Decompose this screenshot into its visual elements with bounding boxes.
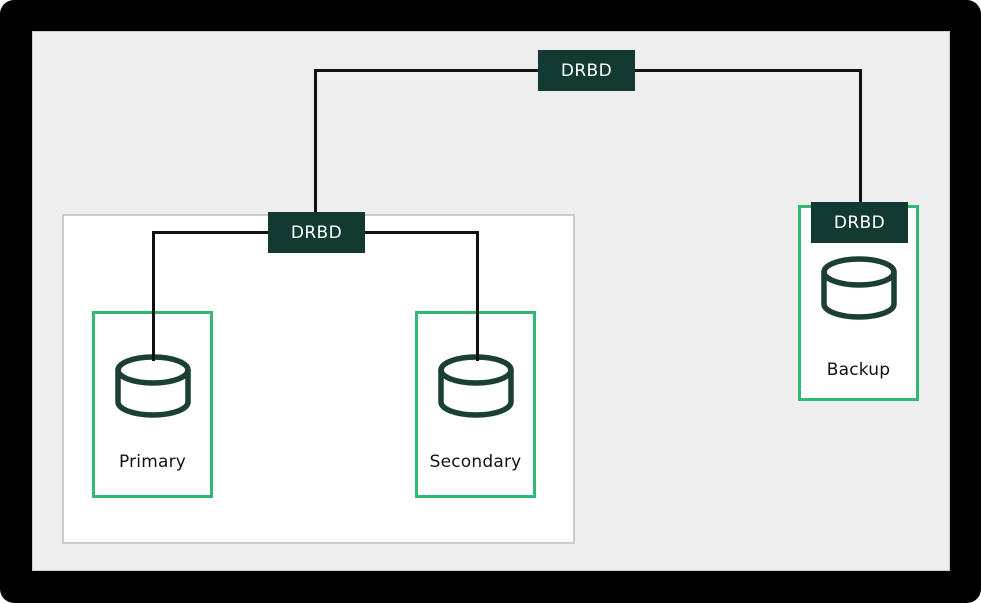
connector-top-left-horizontal: [314, 69, 540, 72]
primary-node-label: Primary: [118, 452, 187, 472]
connector-primary-horizontal: [152, 231, 270, 234]
connector-top-right-horizontal: [633, 69, 862, 72]
connector-secondary-horizontal: [363, 231, 479, 234]
database-cylinder-icon: [114, 354, 192, 426]
drbd-middle-chip[interactable]: DRBD: [268, 212, 365, 253]
drbd-top-chip[interactable]: DRBD: [538, 50, 635, 91]
connector-primary-vertical: [152, 231, 155, 361]
secondary-node[interactable]: Secondary: [415, 311, 536, 498]
database-cylinder-icon: [820, 256, 898, 328]
secondary-node-label: Secondary: [429, 452, 522, 472]
connector-top-right-vertical: [859, 69, 862, 205]
connector-secondary-vertical: [476, 231, 479, 361]
database-cylinder-icon: [437, 354, 515, 426]
backup-node-label: Backup: [826, 360, 891, 380]
connector-top-left-vertical: [314, 69, 317, 214]
drbd-backup-chip[interactable]: DRBD: [811, 202, 908, 243]
